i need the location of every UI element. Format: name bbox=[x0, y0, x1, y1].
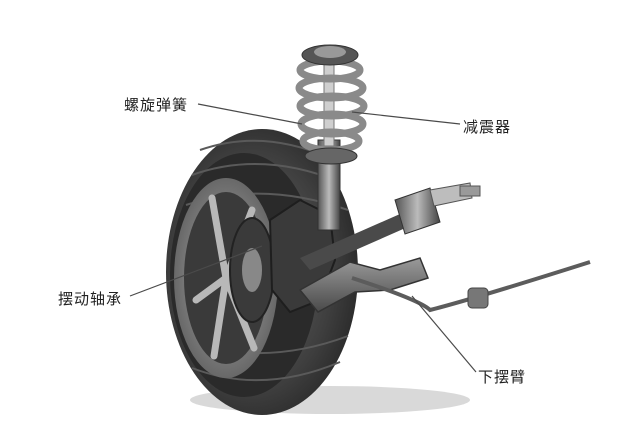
lower-control-arm-shape bbox=[298, 257, 429, 313]
leader-line-shock-absorber bbox=[351, 111, 461, 125]
leader-line-lower-control-arm bbox=[411, 295, 477, 373]
leader-line-coil-spring bbox=[197, 103, 303, 125]
drive-shaft bbox=[300, 182, 481, 270]
stabilizer-bar bbox=[351, 260, 591, 313]
shock-absorber-body bbox=[317, 45, 341, 231]
leader-line-wheel-bearing bbox=[129, 245, 263, 297]
label-lower-control-arm: 下摆臂 bbox=[478, 368, 527, 386]
label-wheel-bearing: 摆动轴承 bbox=[58, 290, 123, 308]
brake-disc bbox=[229, 217, 275, 323]
spring-mount bbox=[301, 44, 359, 165]
label-coil-spring: 螺旋弹簧 bbox=[124, 96, 189, 114]
label-shock-absorber: 减震器 bbox=[463, 118, 512, 136]
